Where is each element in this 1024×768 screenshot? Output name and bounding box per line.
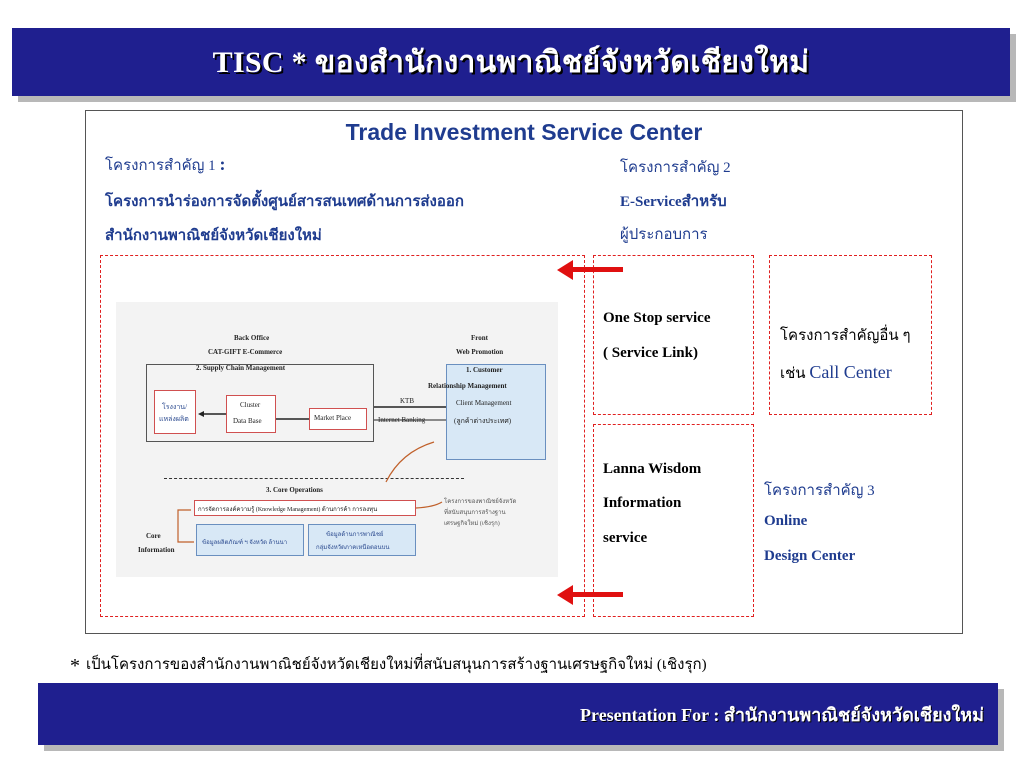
footnote-text: เป็นโครงการของสำนักงานพาณิชย์จังหวัดเชีย…: [86, 657, 707, 673]
cluster-box: [226, 395, 276, 433]
factory-label: โรงงาน/: [162, 403, 188, 411]
relationship-label: Relationship Management: [428, 382, 507, 390]
market-place-box: [309, 408, 367, 430]
back-office-label: Back Office: [234, 334, 270, 342]
customer-label: 1. Customer: [466, 366, 503, 374]
other-projects-label: โครงการสำคัญอื่น ๆ: [780, 328, 911, 344]
client-sub-label: (ลูกค้าต่างประเทศ): [454, 417, 512, 425]
supply-chain-label: 2. Supply Chain Management: [196, 364, 286, 372]
factory-label-2: แหล่งผลิต: [159, 415, 189, 423]
lanna-line2: Information: [603, 495, 682, 511]
cluster-label: Cluster: [240, 401, 261, 409]
commerce-data-label-1: ข้อมูลด้านการพาณิชย์: [326, 532, 384, 538]
commerce-data-label-2: กลุ่มจังหวัดภาคเหนือตอนบน: [316, 545, 390, 551]
client-mgmt-label: Client Management: [456, 399, 512, 407]
project1-title: โครงการนำร่องการจัดตั้งศูนย์สารสนเทศด้าน…: [105, 194, 464, 210]
project3-title: Online: [764, 513, 808, 529]
left-arrow-icon: [557, 585, 623, 605]
one-stop-title: One Stop service: [603, 310, 711, 326]
supply-chain-box: [146, 364, 374, 442]
core-divider: [164, 478, 464, 479]
core-operations-label: 3. Core Operations: [266, 486, 323, 494]
call-center-label: Call Center: [809, 362, 892, 382]
system-diagram: Back Office CAT-GIFT E-Commerce Front We…: [116, 302, 558, 577]
lanna-box: [593, 424, 754, 617]
lanna-line1: Lanna Wisdom: [603, 461, 702, 477]
project2-title: E-Serviceสำหรับ: [620, 194, 727, 210]
project1-colon: :: [219, 154, 226, 174]
other-projects-example: เช่น Call Center: [780, 361, 892, 385]
factory-box: [154, 390, 196, 434]
project1-subtitle: สำนักงานพาณิชย์จังหวัดเชียงใหม่: [105, 228, 322, 244]
project2-label: โครงการสำคัญ 2: [620, 160, 731, 176]
project1-heading: โครงการสำคัญ 1 :: [105, 153, 225, 177]
front-label: Front: [471, 334, 488, 342]
left-arrow-icon: [557, 260, 623, 280]
province-data-box: [196, 524, 304, 556]
web-promotion-label: Web Promotion: [456, 348, 504, 356]
other-projects-box: [769, 255, 932, 415]
other-projects-prefix: เช่น: [780, 366, 806, 382]
project1-label: โครงการสำคัญ 1: [105, 158, 216, 174]
footer-banner: Presentation For : สำนักงานพาณิชย์จังหวั…: [38, 683, 998, 745]
commerce-data-box: [308, 524, 416, 556]
side-note-2: ที่สนับสนุนการสร้างฐาน: [444, 510, 506, 516]
footer-text: Presentation For : สำนักงานพาณิชย์จังหวั…: [580, 704, 984, 725]
knowledge-box: [194, 500, 416, 516]
ktb-label: KTB: [400, 397, 414, 405]
content-frame: Trade Investment Service Center: [85, 110, 963, 634]
lanna-line3: service: [603, 530, 648, 546]
database-label: Data Base: [233, 417, 262, 425]
knowledge-label: การจัดการองค์ความรู้ (Knowledge Manageme…: [198, 507, 378, 513]
cat-gift-label: CAT-GIFT E-Commerce: [208, 348, 283, 356]
province-data-label: ข้อมูลผลิตภัณฑ์ ฯ จังหวัด ล้านนา: [202, 540, 288, 546]
market-place-label: Market Place: [314, 414, 352, 422]
side-note-1: โครงการของพาณิชย์จังหวัด: [444, 499, 517, 505]
project3-subtitle: Design Center: [764, 548, 856, 564]
slide-title: TISC * ของสำนักงานพาณิชย์จังหวัดเชียงใหม…: [212, 45, 810, 79]
diagram-connectors: [177, 406, 446, 543]
project3-label: โครงการสำคัญ 3: [764, 483, 875, 499]
project2-subtitle: ผู้ประกอบการ: [620, 227, 708, 243]
footnote: * เป็นโครงการของสำนักงานพาณิชย์จังหวัดเชี…: [70, 652, 707, 678]
one-stop-subtitle: ( Service Link): [603, 345, 698, 361]
customer-box: [446, 364, 546, 460]
center-title: Trade Investment Service Center: [345, 119, 703, 145]
core-label: Core: [146, 532, 161, 540]
one-stop-box: [593, 255, 754, 415]
information-label: Information: [138, 546, 175, 554]
diagram-dashed-box: [100, 255, 585, 617]
side-note-3: เศรษฐกิจใหม่ (เชิงรุก): [444, 521, 500, 527]
footnote-star: *: [70, 655, 80, 677]
title-banner: TISC * ของสำนักงานพาณิชย์จังหวัดเชียงใหม…: [12, 28, 1010, 96]
